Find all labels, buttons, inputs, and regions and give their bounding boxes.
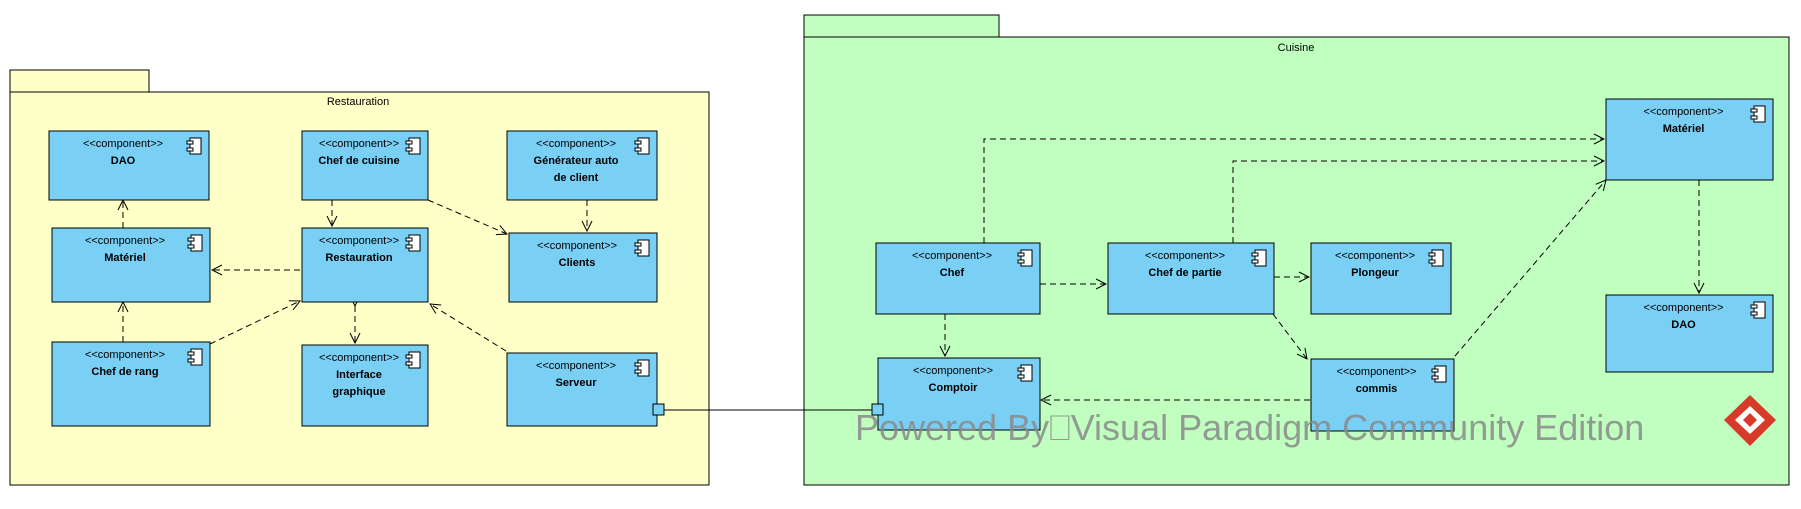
component-icon: [1428, 249, 1444, 267]
component-stereotype: <<component>>: [1335, 250, 1415, 262]
component-commis[interactable]: <<component>> commis: [1310, 358, 1455, 432]
dependency-serveur-to-restauration[interactable]: [430, 304, 507, 352]
component-interface[interactable]: <<component>> Interface graphique: [301, 344, 429, 427]
dependency-connectors: [123, 139, 1699, 411]
component-stereotype: <<component>>: [1336, 366, 1416, 378]
component-name: Clients: [559, 257, 596, 269]
component-icon: [1431, 365, 1447, 383]
component-box: [1605, 98, 1774, 181]
component-chef-rang[interactable]: <<component>> Chef de rang: [51, 341, 211, 427]
component-name: Serveur: [556, 377, 598, 389]
components-layer: <<component>> DAO <<component>> Chef de cui…: [48, 98, 1774, 432]
watermark-text: Powered By⎕Visual Paradigm Community Edi…: [855, 407, 1644, 448]
component-box: [1310, 358, 1455, 432]
component-dao-r[interactable]: <<component>> DAO: [48, 130, 210, 201]
component-name: Matériel: [104, 252, 146, 264]
component-restauration[interactable]: <<component>> Restauration: [301, 227, 429, 303]
port-comptoir[interactable]: [871, 403, 884, 416]
package-title: Cuisine: [1278, 42, 1315, 54]
component-clients[interactable]: <<component>> Clients: [508, 232, 658, 303]
component-stereotype: <<component>>: [319, 138, 399, 150]
component-stereotype: <<component>>: [319, 352, 399, 364]
component-name: DAO: [1671, 319, 1696, 331]
dependency-commis-to-materiel[interactable]: [1454, 180, 1606, 357]
component-box: [506, 130, 658, 201]
component-icon: [1251, 249, 1267, 267]
component-name: Générateur auto: [534, 155, 619, 167]
component-icon: [187, 234, 203, 252]
component-stereotype: <<component>>: [319, 235, 399, 247]
component-materiel-r[interactable]: <<component>> Matériel: [51, 227, 211, 303]
component-name: commis: [1356, 383, 1398, 395]
component-chef-cuisine[interactable]: <<component>> Chef de cuisine: [301, 130, 429, 201]
component-stereotype: <<component>>: [1643, 302, 1723, 314]
component-stereotype: <<component>>: [913, 365, 993, 377]
component-box: [51, 341, 211, 427]
component-icon: [1017, 249, 1033, 267]
component-name: Interface: [336, 369, 382, 381]
dependency-chefpartie-to-materiel[interactable]: [1232, 161, 1604, 243]
component-stereotype: <<component>>: [83, 138, 163, 150]
component-name: Chef de cuisine: [318, 155, 399, 167]
component-stereotype: <<component>>: [537, 240, 617, 252]
component-name: de client: [554, 172, 599, 184]
component-box: [875, 242, 1041, 315]
port-serveur[interactable]: [652, 403, 665, 416]
component-box: [1310, 242, 1452, 315]
component-serveur[interactable]: <<component>> Serveur: [506, 352, 658, 427]
component-chef-partie[interactable]: <<component>> Chef de partie: [1107, 242, 1275, 315]
component-name: Matériel: [1663, 123, 1705, 135]
component-dao-c[interactable]: <<component>> DAO: [1605, 294, 1774, 373]
component-icon: [187, 348, 203, 366]
component-box: [877, 357, 1041, 431]
package-tab: [9, 69, 150, 93]
component-stereotype: <<component>>: [536, 138, 616, 150]
component-icon: [634, 137, 650, 155]
component-name: Comptoir: [929, 382, 979, 394]
component-comptoir[interactable]: <<component>> Comptoir: [877, 357, 1041, 431]
component-icon: [405, 234, 421, 252]
component-chef[interactable]: <<component>> Chef: [875, 242, 1041, 315]
component-box: [1107, 242, 1275, 315]
component-name: Chef de partie: [1148, 267, 1221, 279]
component-name: DAO: [111, 155, 136, 167]
component-name: Plongeur: [1351, 267, 1399, 279]
component-icon: [1750, 301, 1766, 319]
dependency-chef-to-materiel[interactable]: [983, 139, 1604, 243]
component-materiel-c[interactable]: <<component>> Matériel: [1605, 98, 1774, 181]
component-plongeur[interactable]: <<component>> Plongeur: [1310, 242, 1452, 315]
component-icon: [405, 137, 421, 155]
package-title: Restauration: [327, 96, 389, 108]
component-box: [51, 227, 211, 303]
component-icon: [405, 351, 421, 369]
package-tab: [803, 14, 1000, 38]
component-stereotype: <<component>>: [1145, 250, 1225, 262]
component-box: [508, 232, 658, 303]
component-stereotype: <<component>>: [536, 360, 616, 372]
component-name: Chef de rang: [91, 366, 158, 378]
dependency-chefrang-to-restauration[interactable]: [209, 301, 300, 345]
component-icon: [1750, 105, 1766, 123]
component-stereotype: <<component>>: [1643, 106, 1723, 118]
component-icon: [634, 359, 650, 377]
component-name: graphique: [332, 386, 385, 398]
component-stereotype: <<component>>: [912, 250, 992, 262]
component-box: [506, 352, 658, 427]
component-icon: [186, 137, 202, 155]
component-icon: [634, 239, 650, 257]
dependency-chefcuisine-to-clients[interactable]: [427, 199, 507, 234]
visual-paradigm-logo-icon: [1724, 395, 1776, 446]
component-box: [48, 130, 210, 201]
component-name: Chef: [940, 267, 965, 279]
component-stereotype: <<component>>: [85, 349, 165, 361]
component-generateur[interactable]: <<component>> Générateur auto de client: [506, 130, 658, 201]
component-icon: [1017, 364, 1033, 382]
component-box: [1605, 294, 1774, 373]
component-name: Restauration: [325, 252, 393, 264]
component-stereotype: <<component>>: [85, 235, 165, 247]
